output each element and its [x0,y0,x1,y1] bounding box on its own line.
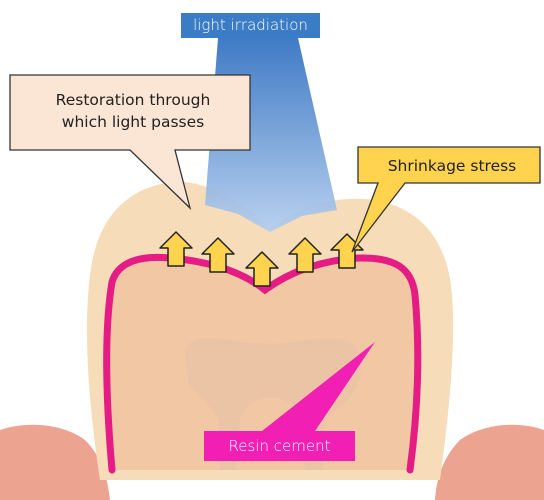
restoration-callout-text: Restoration through which light passes [18,89,248,133]
shrinkage-stress-text: Shrinkage stress [372,155,532,177]
gum-right [435,425,544,500]
gum-left [0,425,110,500]
restoration-line-1: Restoration through [18,89,248,111]
light-irradiation-label: light irradiation [181,13,320,38]
restoration-line-2: which light passes [18,111,248,133]
resin-cement-label: Resin cement [204,431,355,461]
